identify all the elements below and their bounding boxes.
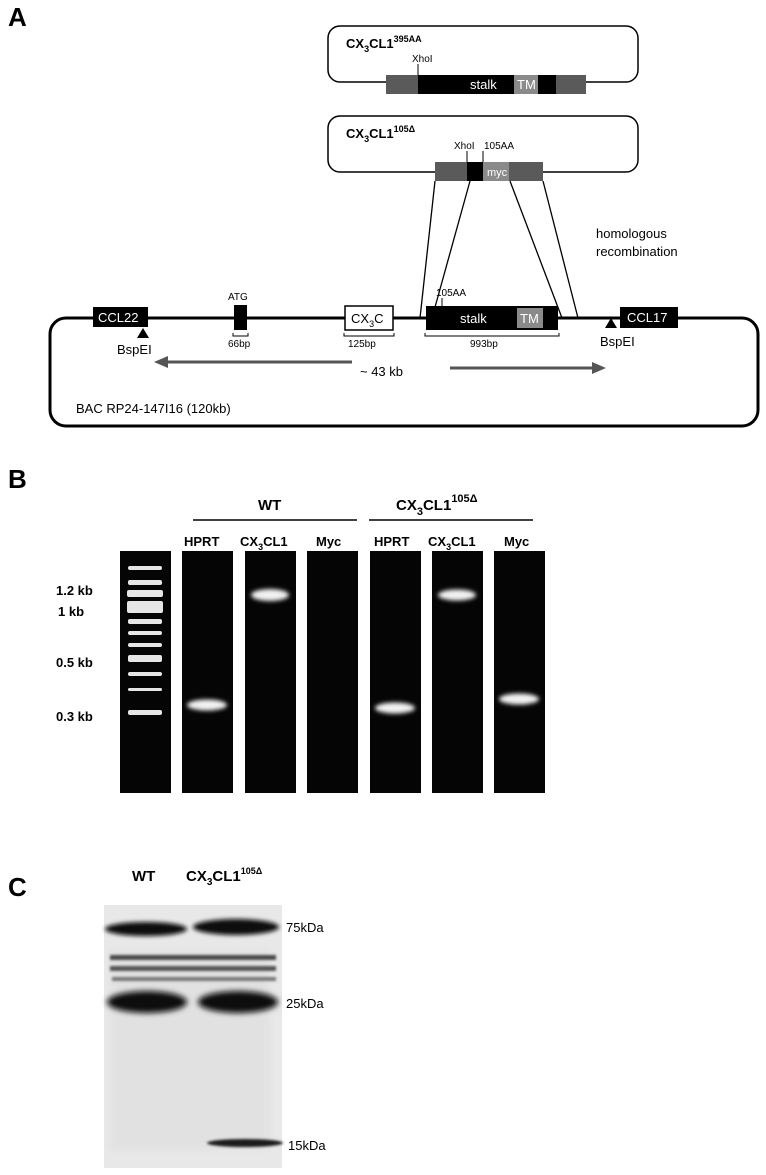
wt-group-label: WT	[258, 497, 281, 514]
size-marker-0.5kb: 0.5 kb	[56, 655, 93, 670]
construct-105delta: CX3CL1105Δ XhoI 105AA myc	[327, 115, 639, 181]
tm-segment-bac	[517, 308, 543, 328]
blot-minor-band-1	[110, 955, 276, 960]
blot-minor-band-3	[112, 977, 276, 981]
aa105-label-construct: 105AA	[484, 141, 514, 152]
bac-box	[48, 316, 760, 428]
ccl17-gene	[620, 307, 678, 328]
lane-label-cx3cl1-wt: CX3CL1	[240, 534, 288, 552]
ladder-bands	[127, 566, 163, 715]
xhoi-label-395: XhoI	[412, 54, 433, 65]
gel-lane-cx3cl1-wt	[245, 551, 296, 793]
marker-25kda: 25kDa	[286, 996, 324, 1011]
bspei-right-marker	[605, 318, 617, 328]
ccl22-gene	[93, 307, 148, 327]
myc-tag	[483, 162, 509, 181]
cx3c-label: CX3C	[351, 311, 383, 329]
bspei-right-label: BspEI	[600, 334, 635, 349]
mut-group-label: CX3CL1105Δ	[396, 493, 478, 518]
gel-lane-cx3cl1-mut	[432, 551, 483, 793]
blot-band-25kda-mut	[198, 991, 278, 1013]
blot-wt-label: WT	[132, 868, 155, 885]
bac-name: BAC RP24-147I16 (120kb)	[76, 401, 231, 416]
cx3c-size: 125bp	[348, 339, 376, 350]
band-myc-mut	[499, 693, 539, 705]
stalk-size: 993bp	[470, 339, 498, 350]
construct-105-title: CX3CL1105Δ	[346, 124, 416, 144]
distance-label: ~ 43 kb	[360, 364, 403, 379]
construct-395-box	[327, 25, 639, 83]
blot-band-25kda-wt	[107, 991, 187, 1013]
blot-band-75kda-mut	[193, 919, 279, 935]
tm-label-395: TM	[517, 77, 536, 92]
ccl17-label: CCL17	[627, 310, 667, 325]
blot-mut-label: CX3CL1105Δ	[186, 866, 263, 888]
aa105-label-bac: 105AA	[436, 288, 466, 299]
bspei-left-label: BspEI	[117, 342, 152, 357]
gel-lane-hprt-wt	[182, 551, 233, 793]
panel-c-letter: C	[8, 872, 27, 902]
stalk-fragment	[467, 162, 483, 181]
bspei-left-marker	[137, 328, 149, 338]
tm-segment	[514, 75, 538, 94]
construct-395-title: CX3CL1395AA	[346, 34, 422, 54]
lane-label-hprt-wt: HPRT	[184, 534, 219, 549]
xhoi-label-105: XhoI	[454, 141, 475, 152]
panel-b-letter: B	[8, 464, 27, 494]
cx3c-exon	[344, 305, 394, 331]
band-cx3cl1-mut	[438, 589, 476, 601]
gel-lane-hprt-mut	[370, 551, 421, 793]
stalk-label-bac: stalk	[460, 311, 487, 326]
recombination-label: recombination	[596, 244, 678, 259]
gel-lane-myc-mut	[494, 551, 545, 793]
ccl22-label: CCL22	[98, 310, 138, 325]
stalk-label-395: stalk	[470, 77, 497, 92]
lane-label-cx3cl1-mut: CX3CL1	[428, 534, 476, 552]
lane-label-myc-mut: Myc	[504, 534, 529, 549]
blot-band-15kda-mut	[207, 1139, 283, 1147]
size-marker-1kb: 1 kb	[58, 604, 84, 619]
band-hprt-wt	[187, 699, 227, 711]
gel-lane-myc-wt	[307, 551, 358, 793]
panel-a-letter: A	[8, 2, 27, 32]
band-hprt-mut	[375, 702, 415, 714]
marker-75kda: 75kDa	[286, 920, 324, 935]
lane-label-myc-wt: Myc	[316, 534, 341, 549]
blot-minor-band-2	[110, 966, 276, 971]
lane-label-hprt-mut: HPRT	[374, 534, 409, 549]
exon1-size: 66bp	[228, 339, 251, 350]
size-marker-0.3kb: 0.3 kb	[56, 709, 93, 724]
recombination-lines	[419, 180, 579, 319]
exon1	[234, 305, 247, 330]
homologous-label: homologous	[596, 226, 667, 241]
myc-label: myc	[487, 167, 508, 179]
band-cx3cl1-wt	[251, 589, 289, 601]
blot-band-75kda-wt	[105, 922, 187, 936]
atg-label: ATG	[228, 292, 248, 303]
size-marker-1.2kb: 1.2 kb	[56, 583, 93, 598]
construct-395aa: CX3CL1395AA XhoI stalk TM	[327, 25, 639, 94]
marker-15kda: 15kDa	[288, 1138, 326, 1153]
tm-label-bac: TM	[520, 311, 539, 326]
